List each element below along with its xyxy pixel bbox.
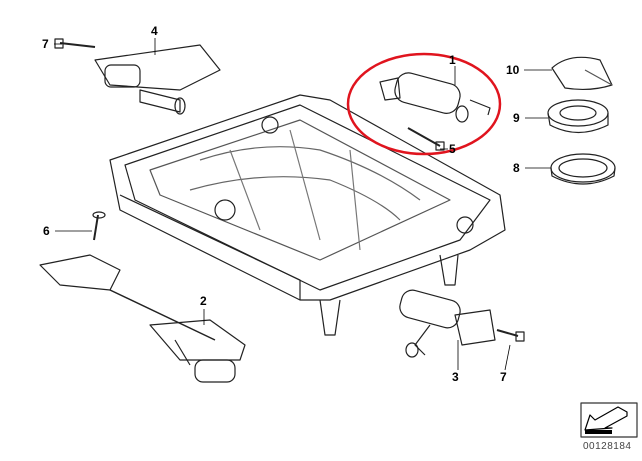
label-part-4: 4 — [151, 24, 158, 38]
reference-number: 00128184 — [583, 441, 632, 452]
seat-frame — [109, 94, 506, 336]
label-part-3: 3 — [452, 370, 459, 384]
label-part-6: 6 — [43, 224, 50, 238]
part-2-drawing — [149, 319, 246, 383]
part-1-drawing — [379, 72, 491, 151]
part-3-drawing — [399, 289, 525, 358]
highlight-ellipse — [346, 52, 502, 156]
label-part-5: 5 — [449, 142, 456, 156]
label-part-8: 8 — [513, 161, 520, 175]
label-part-7: 7 — [42, 37, 49, 51]
label-part-10: 10 — [506, 63, 520, 77]
leader-lines — [54, 38, 552, 371]
part-4-drawing — [54, 38, 221, 115]
part-6-drawing — [39, 211, 216, 341]
label-part-9: 9 — [513, 111, 520, 125]
label-part-1: 1 — [449, 53, 456, 67]
label-part-2: 2 — [200, 294, 207, 308]
rings-drawing — [547, 56, 616, 185]
orientation-arrow-icon — [580, 402, 638, 438]
label-part-7b: 7 — [500, 370, 507, 384]
